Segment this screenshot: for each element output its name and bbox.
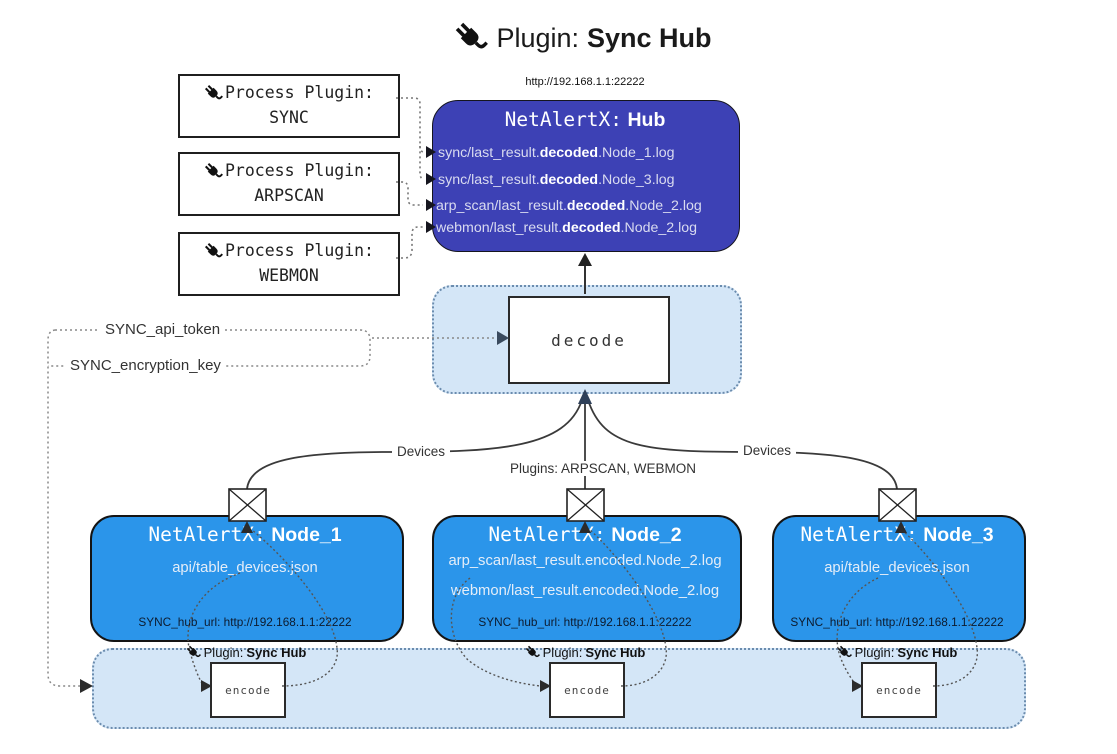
- hub-title-prefix: NetAlertX:: [504, 108, 623, 131]
- sync-hub-plugin-label: Plugin: Sync Hub: [136, 645, 356, 660]
- process-to-hub-connectors: [396, 97, 425, 259]
- node1-line: api/table_devices.json: [172, 560, 318, 576]
- devices-edge-label: Devices: [738, 443, 797, 458]
- process-plugin-name: WEBMON: [259, 266, 319, 285]
- process-plugin-label: Process Plugin:: [224, 241, 374, 261]
- plug-icon: [454, 21, 489, 55]
- hub-box: [432, 100, 740, 252]
- node3-line: api/table_devices.json: [824, 560, 970, 576]
- hub-title-name: Hub: [627, 109, 666, 131]
- plug-icon: [203, 242, 223, 262]
- node3-title: NetAlertX: Node_3: [800, 523, 994, 546]
- node2-line: webmon/last_result.encoded.Node_2.log: [450, 583, 720, 599]
- process-plugin-label: Process Plugin:: [224, 161, 374, 181]
- encode-box: encode: [210, 662, 286, 718]
- process-plugin-arpscan: Process Plugin: ARPSCAN: [178, 152, 400, 216]
- encode-box: encode: [549, 662, 625, 718]
- hub-log-item: arp_scan/last_result.decoded.Node_2.log: [436, 198, 702, 214]
- encode-box: encode: [861, 662, 937, 718]
- node3-box: [772, 515, 1026, 642]
- plug-icon: [524, 645, 540, 660]
- plug-icon: [203, 84, 223, 104]
- node1-box: [90, 515, 404, 642]
- process-plugin-label: Process Plugin:: [224, 83, 374, 103]
- decode-box: decode: [508, 296, 670, 384]
- sync-hub-plugin-label: Plugin: Sync Hub: [475, 645, 695, 660]
- sync-encryption-key-label: SYNC_encryption_key: [65, 357, 226, 374]
- process-plugin-sync: Process Plugin: SYNC: [178, 74, 400, 138]
- hub-log-item: webmon/last_result.decoded.Node_2.log: [436, 220, 698, 236]
- process-plugin-name: ARPSCAN: [254, 186, 324, 205]
- sync-hub-plugin-label: Plugin: Sync Hub: [787, 645, 1007, 660]
- node2-title: NetAlertX: Node_2: [488, 523, 682, 546]
- node1-footer: SYNC_hub_url: http://192.168.1.1:22222: [138, 615, 352, 629]
- node2-footer: SYNC_hub_url: http://192.168.1.1:22222: [478, 615, 692, 629]
- plug-icon: [185, 645, 201, 660]
- hub-log-item: sync/last_result.decoded.Node_3.log: [438, 172, 675, 188]
- node1-title: NetAlertX: Node_1: [148, 523, 342, 546]
- sync-api-token-label: SYNC_api_token: [100, 321, 226, 338]
- plugins-edge-label: Plugins: ARPSCAN, WEBMON: [505, 461, 702, 476]
- process-plugin-webmon: Process Plugin: WEBMON: [178, 232, 400, 296]
- page-title-name: Sync Hub: [587, 22, 712, 53]
- page-title-prefix: Plugin:: [496, 22, 580, 53]
- plug-icon: [836, 645, 852, 660]
- node2-line: arp_scan/last_result.encoded.Node_2.log: [448, 553, 722, 569]
- hub-title: NetAlertX: Hub: [432, 108, 738, 132]
- hub-url: http://192.168.1.1:22222: [525, 76, 645, 88]
- plug-icon: [203, 162, 223, 182]
- devices-edge-label: Devices: [392, 444, 451, 459]
- page-title: Plugin: Sync Hub: [363, 16, 803, 60]
- hub-log-item: sync/last_result.decoded.Node_1.log: [438, 145, 675, 161]
- process-plugin-name: SYNC: [269, 108, 309, 127]
- node3-footer: SYNC_hub_url: http://192.168.1.1:22222: [790, 615, 1004, 629]
